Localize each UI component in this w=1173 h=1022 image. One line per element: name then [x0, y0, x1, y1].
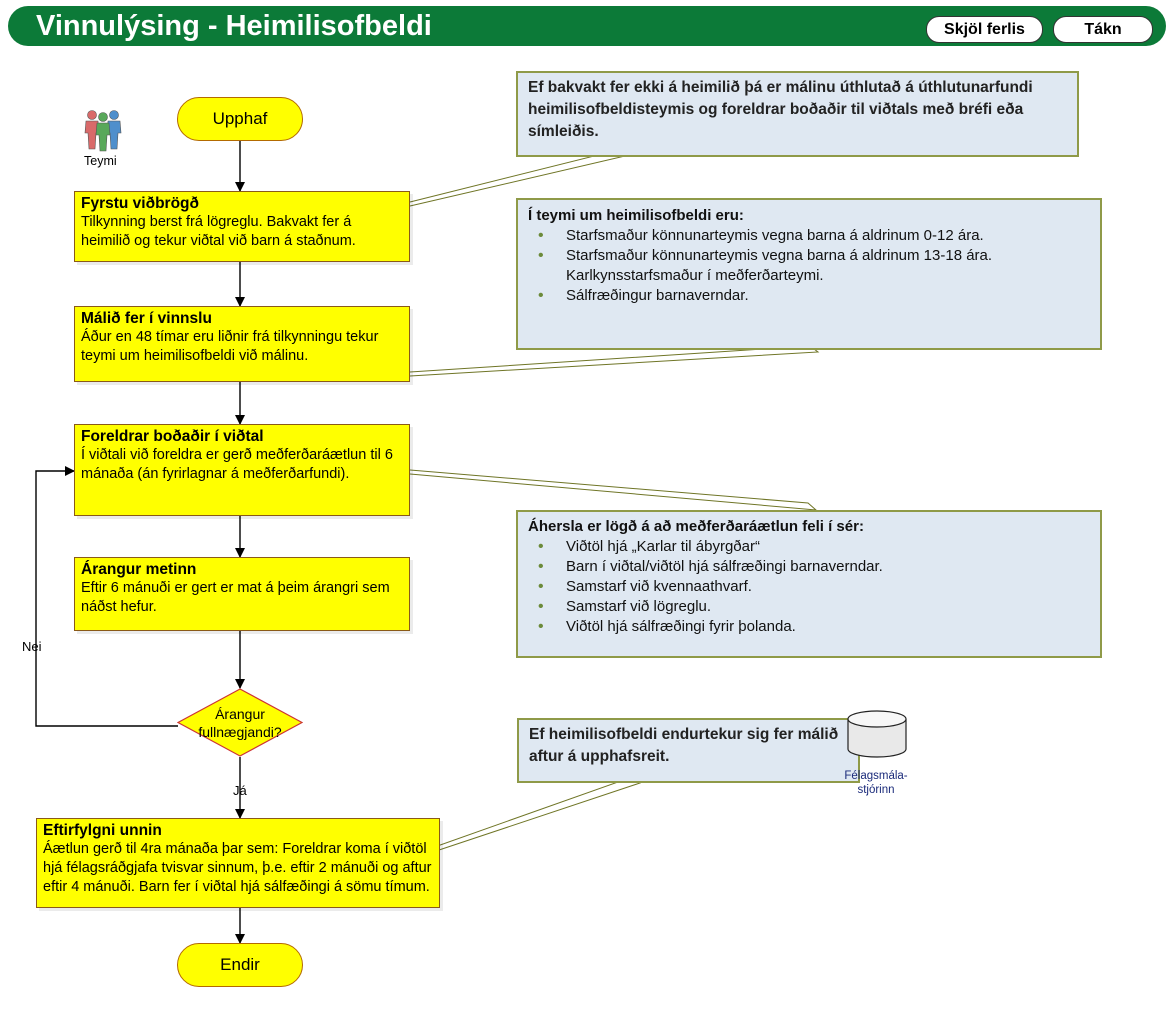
start-node: Upphaf: [177, 97, 303, 141]
step-follow-up-title: Eftirfylgni unnin: [43, 822, 162, 839]
list-item: Starfsmaður könnunarteymis vegna barna á…: [538, 226, 1090, 246]
list-item: Starfsmaður könnunarteymis vegna barna á…: [538, 246, 1090, 286]
note-treatment-plan: Áhersla er lögð á að meðferðaráætlun fel…: [516, 510, 1102, 658]
step-parents-interview: Foreldrar boðaðir í viðtal Í viðtali við…: [74, 424, 410, 516]
team-label: Teymi: [84, 154, 117, 168]
list-item: Viðtöl hjá „Karlar til ábyrgðar“: [538, 537, 1090, 557]
documents-button[interactable]: Skjöl ferlis: [926, 16, 1043, 43]
step-case-processing-body: Áður en 48 tímar eru liðnir frá tilkynni…: [81, 329, 379, 364]
step-case-processing: Málið fer í vinnslu Áður en 48 tímar eru…: [74, 306, 410, 382]
label-no: Nei: [22, 639, 42, 654]
list-item: Barn í viðtal/viðtöl hjá sálfræðingi bar…: [538, 557, 1090, 577]
note-team-members: Í teymi um heimilisofbeldi eru: Starfsma…: [516, 198, 1102, 350]
team-icon: [82, 108, 124, 152]
symbols-button[interactable]: Tákn: [1053, 16, 1153, 43]
arrow-no-loop: [35, 466, 178, 727]
step-case-processing-title: Málið fer í vinnslu: [81, 310, 212, 327]
datastore-label: Félagsmála-stjórinn: [844, 770, 908, 796]
list-item: Viðtöl hjá sálfræðingi fyrir þolanda.: [538, 617, 1090, 637]
note-unassigned-case: Ef bakvakt fer ekki á heimilið þá er mál…: [516, 71, 1079, 157]
step-results-assessed-title: Árangur metinn: [81, 561, 197, 578]
step-follow-up: Eftirfylgni unnin Áætlun gerð til 4ra má…: [36, 818, 440, 908]
decision-label: Árangur fullnægjandi?: [198, 706, 282, 740]
note-repeat-violence: Ef heimilisofbeldi endurtekur sig fer má…: [517, 718, 860, 783]
title-bar: Vinnulýsing - Heimilisofbeldi Skjöl ferl…: [8, 6, 1166, 46]
list-item: Sálfræðingur barnaverndar.: [538, 286, 1090, 306]
note-team-members-title: Í teymi um heimilisofbeldi eru:: [528, 207, 744, 224]
step-follow-up-body: Áætlun gerð til 4ra mánaða þar sem: Fore…: [43, 841, 432, 895]
list-item: Samstarf við lögreglu.: [538, 597, 1090, 617]
database-icon: [846, 709, 908, 759]
step-first-response-title: Fyrstu viðbrögð: [81, 195, 199, 212]
step-first-response-body: Tilkynning berst frá lögreglu. Bakvakt f…: [81, 214, 356, 249]
step-first-response: Fyrstu viðbrögð Tilkynning berst frá lög…: [74, 191, 410, 262]
note-treatment-plan-title: Áhersla er lögð á að meðferðaráætlun fel…: [528, 518, 864, 535]
step-parents-interview-title: Foreldrar boðaðir í viðtal: [81, 428, 264, 445]
label-yes: Já: [233, 783, 247, 798]
end-node: Endir: [177, 943, 303, 987]
decision-diamond: [176, 688, 304, 757]
step-parents-interview-body: Í viðtali við foreldra er gerð meðferðar…: [81, 447, 393, 482]
step-results-assessed: Árangur metinn Eftir 6 mánuði er gert er…: [74, 557, 410, 631]
list-item: Samstarf við kvennaathvarf.: [538, 577, 1090, 597]
page-title: Vinnulýsing - Heimilisofbeldi: [36, 10, 432, 42]
step-results-assessed-body: Eftir 6 mánuði er gert er mat á þeim ára…: [81, 580, 390, 615]
